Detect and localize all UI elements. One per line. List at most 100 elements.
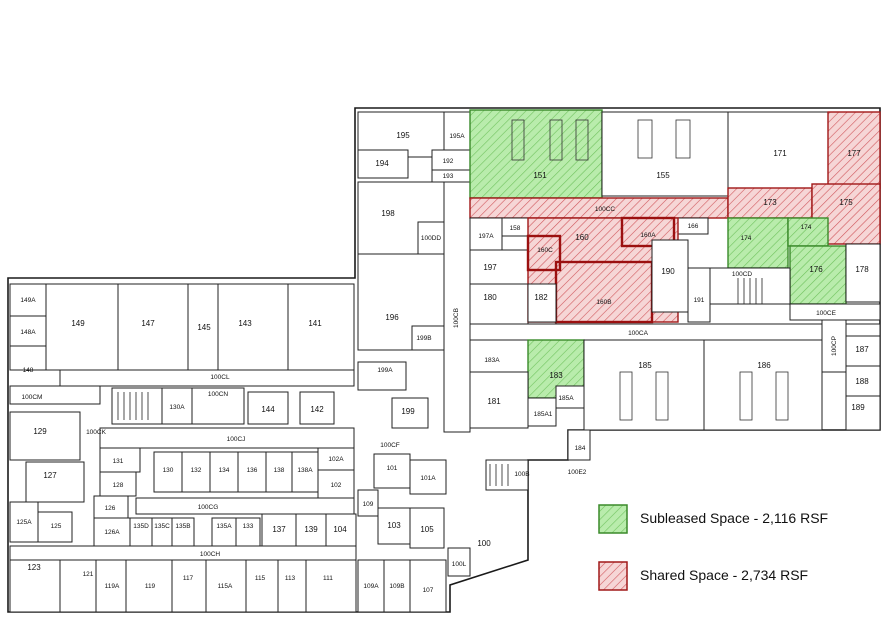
room-label-142: 142 [310, 405, 324, 414]
room-101a [409, 459, 447, 495]
room-109 [357, 489, 379, 517]
room-label-138: 138 [274, 467, 285, 474]
room-186 [703, 339, 823, 431]
room-label-186: 186 [757, 361, 771, 370]
room-label-145: 145 [197, 323, 211, 332]
room-label-131: 131 [113, 458, 124, 465]
room-label-180: 180 [483, 293, 497, 302]
room-label-125: 125 [51, 523, 62, 530]
room-134 [209, 451, 239, 493]
room-121 [59, 559, 97, 613]
corridor-100cg [135, 497, 355, 515]
room-100cm [9, 385, 101, 405]
room-label-189: 189 [851, 403, 865, 412]
room-109b [383, 559, 411, 613]
room-label-105: 105 [420, 525, 434, 534]
room-label-135b: 135B [175, 523, 190, 530]
room-label-147: 147 [141, 319, 155, 328]
room-138a [291, 451, 319, 493]
room-label-155: 155 [656, 171, 670, 180]
room-label-195a: 195A [449, 133, 465, 140]
room-label-182: 182 [534, 293, 548, 302]
room-129 [9, 411, 81, 461]
room-143 [217, 283, 289, 371]
room-label-135c: 135C [154, 523, 170, 530]
room-label-117: 117 [183, 575, 194, 582]
subleased-174a [727, 217, 789, 269]
room-label-107: 107 [423, 587, 434, 594]
room-105 [409, 507, 445, 549]
corridor-100ch [9, 545, 357, 561]
room-label-175: 175 [839, 198, 853, 207]
room-label-100ca: 100CA [628, 330, 649, 337]
room-label-109: 109 [363, 501, 374, 508]
room-125 [37, 511, 73, 543]
room-178 [845, 243, 881, 303]
room-label-199a: 199A [377, 367, 393, 374]
room-199 [391, 397, 429, 429]
room-125a [9, 501, 39, 543]
room-155 [601, 111, 729, 197]
room-label-149a: 149A [20, 297, 36, 304]
room-label-111: 111 [323, 575, 333, 582]
room-label-100e2: 100E2 [568, 469, 587, 476]
room-label-100dd: 100DD [421, 235, 442, 242]
room-label-109a: 109A [363, 583, 379, 590]
room-label-119a: 119A [105, 583, 120, 590]
room-123 [9, 559, 61, 613]
room-label-138a: 138A [297, 467, 313, 474]
room-197 [469, 249, 529, 285]
room-label-133: 133 [243, 523, 254, 530]
room-label-132: 132 [191, 467, 202, 474]
room-label-121: 121 [83, 571, 94, 578]
room-145 [187, 283, 219, 371]
room-label-103: 103 [387, 521, 401, 530]
room-130a [161, 387, 193, 425]
room-label-144: 144 [261, 405, 275, 414]
room-label-185a1: 185A1 [534, 411, 553, 418]
room-133 [235, 517, 261, 547]
room-183a [469, 339, 529, 373]
room-182-box [527, 283, 557, 323]
room-115a [205, 559, 247, 613]
room-label-100b: 100B [514, 471, 529, 478]
room-labels: 195 195A 194 192 193 198 100DD 196 199B … [16, 131, 869, 594]
room-label-126a: 126A [104, 529, 120, 536]
room-label-100ch: 100CH [200, 551, 221, 558]
room-label-197a: 197A [478, 233, 494, 240]
room-label-113: 113 [285, 575, 296, 582]
room-label-100cd: 100CD [732, 271, 753, 278]
room-100b [485, 459, 529, 491]
room-135a [211, 517, 237, 547]
room-label-160: 160 [575, 233, 589, 242]
room-label-171: 171 [773, 149, 787, 158]
room-label-109b: 109B [389, 583, 404, 590]
room-label-100: 100 [477, 539, 491, 548]
room-label-102: 102 [331, 482, 342, 489]
room-180 [469, 283, 529, 325]
stairs-left [111, 387, 163, 425]
room-label-148: 148 [23, 367, 34, 374]
room-label-104: 104 [333, 525, 347, 534]
room-label-188: 188 [855, 377, 869, 386]
room-132 [181, 451, 211, 493]
shared-160a-outline [620, 216, 676, 248]
subleased-174b [787, 217, 829, 247]
corridor-100ca [469, 323, 881, 341]
room-label-181: 181 [487, 397, 501, 406]
room-label-190: 190 [661, 267, 675, 276]
room-label-141: 141 [308, 319, 322, 328]
room-100cn [191, 387, 245, 425]
room-149 [45, 283, 119, 371]
room-142 [299, 391, 335, 425]
room-label-197: 197 [483, 263, 497, 272]
room-label-176: 176 [809, 265, 823, 274]
room-label-115a: 115A [218, 583, 233, 590]
room-148 [9, 345, 47, 371]
room-194 [357, 149, 409, 179]
shared-177 [827, 111, 881, 189]
room-label-127: 127 [43, 471, 57, 480]
room-117 [171, 559, 207, 613]
room-label-177: 177 [847, 149, 861, 158]
